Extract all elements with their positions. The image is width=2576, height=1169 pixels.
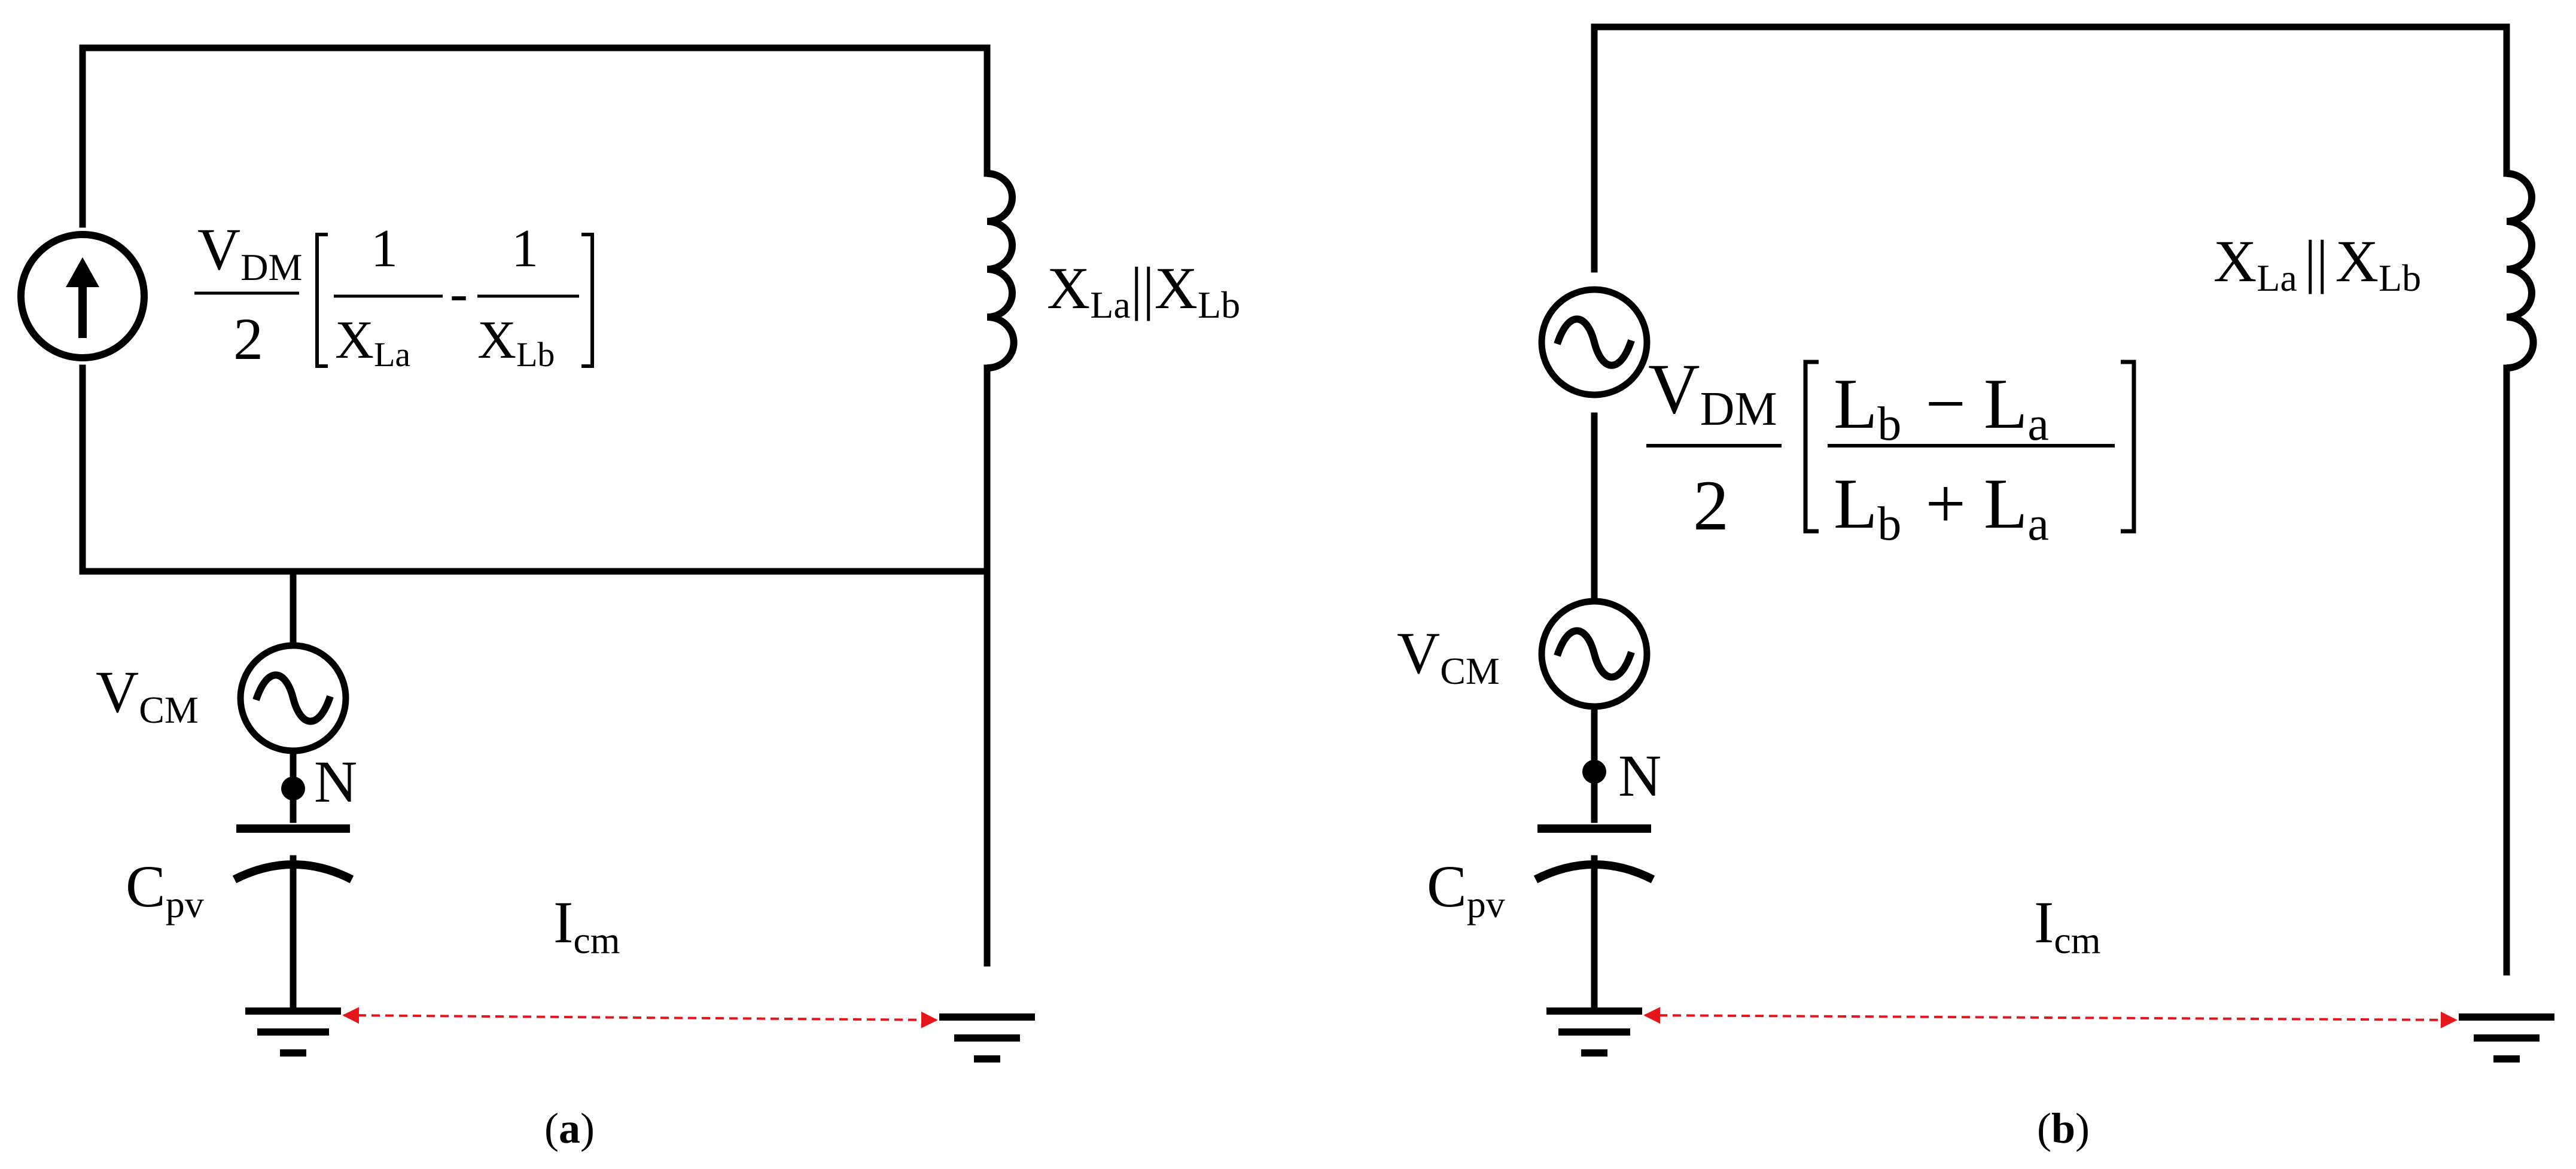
panel-a [79, 44, 991, 1012]
inductor-icon [2506, 170, 2537, 372]
ground-icon [245, 1007, 341, 1057]
ground-icon [939, 1013, 1035, 1063]
vdm-denominator: 2 [1693, 465, 1729, 545]
ground-icon [1546, 1007, 1642, 1057]
dc-current-source-icon [17, 231, 148, 361]
bracket-left [1803, 360, 1819, 534]
wire-top [79, 44, 991, 177]
node-dot [281, 777, 305, 800]
icm-label: Icm [2034, 889, 2101, 961]
vcm-label: VCM [1397, 620, 1500, 692]
ac-source-icon [1538, 598, 1651, 710]
vdm-numerator: VDM [197, 216, 302, 288]
one-2: 1 [511, 219, 538, 278]
vdm-numerator: VDM [1648, 349, 1777, 436]
vdm-denominator: 2 [233, 306, 263, 372]
icm-label: Icm [553, 889, 620, 961]
inductor-label: XLa||XLb [2213, 228, 2421, 299]
inductor-icon [986, 170, 1018, 372]
wire-top [1591, 23, 2510, 273]
capacitor-icon [1533, 824, 1655, 884]
icm-arrow [1643, 1007, 2458, 1028]
minus: - [450, 264, 468, 323]
node-label: N [314, 748, 357, 815]
caption-b: (b) [2037, 1104, 2090, 1152]
wire-left-bottom [79, 364, 991, 575]
ac-source-icon [237, 642, 349, 754]
one-1: 1 [371, 219, 398, 278]
node-label: N [1618, 742, 1661, 809]
denominator: Lb+La [1834, 464, 2049, 550]
inductor-label: XLa||XLb [1047, 255, 1240, 326]
bracket-left [315, 233, 328, 368]
node-dot [1582, 760, 1606, 784]
cap-label: Cpv [126, 853, 204, 926]
vcm-label: VCM [96, 659, 199, 731]
ac-source-icon [1538, 286, 1651, 398]
icm-arrow [342, 1007, 938, 1028]
numerator: Lb−La [1834, 364, 2049, 450]
cap-label: Cpv [1427, 853, 1505, 926]
ground-icon [2459, 1013, 2554, 1063]
capacitor-icon [232, 824, 354, 884]
bracket-right [2121, 360, 2136, 534]
x-lb: XLb [477, 310, 555, 374]
panel-b [1591, 23, 2510, 1012]
caption-a: (a) [544, 1104, 595, 1152]
bracket-right [581, 233, 594, 368]
x-la: XLa [335, 310, 410, 374]
